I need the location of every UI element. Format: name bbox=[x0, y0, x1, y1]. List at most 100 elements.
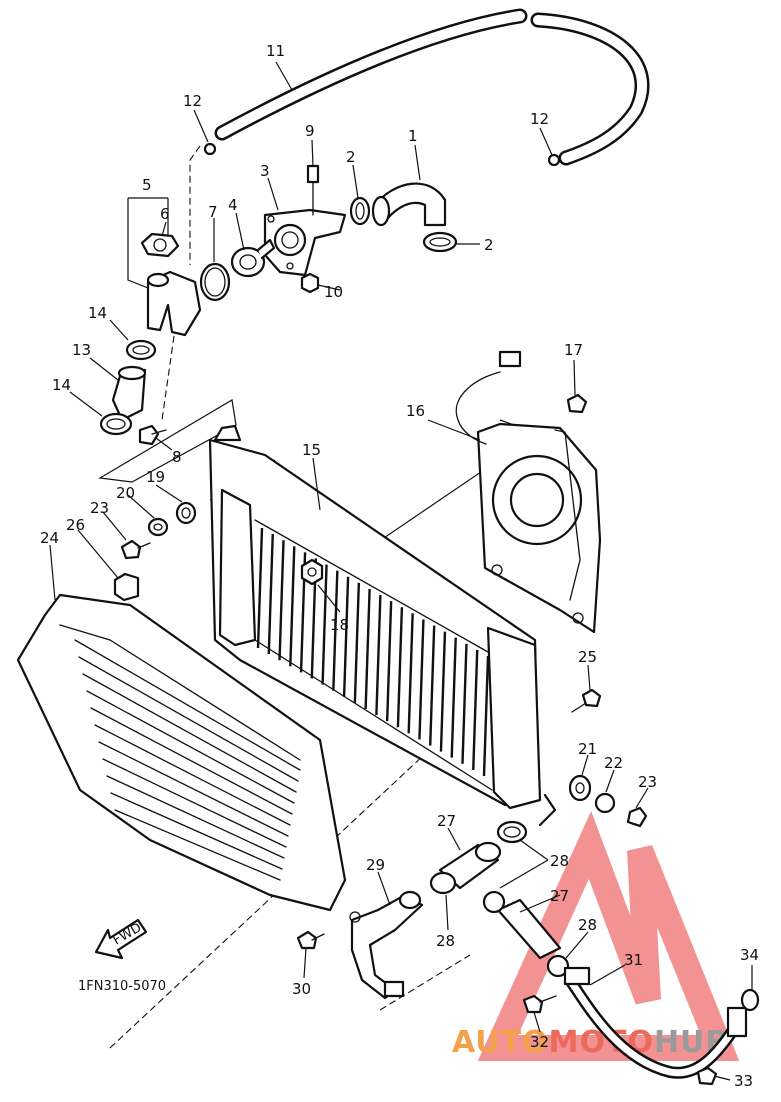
callout-34: 34 bbox=[740, 946, 759, 964]
radiator-fin bbox=[428, 625, 436, 746]
callout-2-lower: 2 bbox=[484, 236, 494, 254]
hose-clamp-28-lower-a bbox=[482, 890, 506, 914]
callout-23-left: 23 bbox=[90, 499, 109, 517]
callout-31: 31 bbox=[624, 951, 643, 969]
grommet-18 bbox=[300, 558, 324, 586]
cover-louver bbox=[110, 792, 283, 870]
hose-clip-right bbox=[547, 153, 561, 167]
radiator-fin bbox=[289, 546, 296, 667]
cover-louver bbox=[94, 724, 291, 826]
radiator-fin bbox=[353, 582, 361, 703]
cover-louver bbox=[82, 673, 297, 793]
radiator-cover bbox=[16, 593, 347, 912]
diagram-code: 1FN310-5070 bbox=[78, 979, 166, 994]
radiator-fin bbox=[321, 564, 328, 685]
cover-louver bbox=[102, 758, 287, 848]
radiator-fin bbox=[267, 534, 274, 655]
hose-clamp-28-lower-b bbox=[546, 954, 570, 978]
hose-clip-left bbox=[203, 142, 217, 156]
collar-19 bbox=[175, 501, 197, 525]
collar-22 bbox=[594, 792, 616, 814]
bolt-23-left bbox=[120, 539, 151, 560]
hose-clamp-lower bbox=[422, 231, 458, 253]
thermostat-cover bbox=[263, 208, 347, 277]
hose-clamp-upper bbox=[349, 196, 371, 226]
radiator-fin bbox=[375, 595, 382, 716]
callout-14-upper: 14 bbox=[88, 304, 107, 322]
bolt-8 bbox=[138, 424, 167, 446]
callout-8: 8 bbox=[172, 448, 182, 466]
hose-clamp-14-upper bbox=[125, 339, 157, 361]
callout-1: 1 bbox=[408, 127, 418, 145]
bolt-32 bbox=[522, 994, 557, 1014]
cover-louver bbox=[74, 639, 301, 771]
callout-26: 26 bbox=[66, 516, 85, 534]
radiator-fin bbox=[472, 649, 479, 770]
radiator-hose-lower-27b bbox=[496, 898, 562, 960]
grommet-21 bbox=[568, 774, 592, 802]
fwd-arrow-icon: FWD bbox=[94, 918, 148, 960]
callout-9: 9 bbox=[305, 122, 315, 140]
bolt-17 bbox=[566, 393, 588, 414]
svg-text:AUTOMOTOHUB: AUTOMOTOHUB bbox=[452, 1025, 729, 1060]
radiator-fin bbox=[450, 637, 457, 758]
callout-20: 20 bbox=[116, 484, 135, 502]
bolt-25 bbox=[571, 688, 602, 713]
callout-14-lower: 14 bbox=[52, 376, 71, 394]
bolt-30 bbox=[296, 930, 325, 950]
water-pipe-29 bbox=[349, 890, 424, 1000]
damper-26 bbox=[113, 572, 140, 602]
callout-17: 17 bbox=[564, 341, 583, 359]
callout-27-lower: 27 bbox=[550, 887, 569, 905]
coolant-hose-13 bbox=[111, 365, 147, 422]
overflow-hose bbox=[214, 8, 650, 166]
watermark-text-auto: AUTO bbox=[452, 1025, 549, 1060]
water-pipe-31 bbox=[563, 966, 748, 1079]
callout-6: 6 bbox=[160, 205, 170, 223]
o-ring-34 bbox=[740, 988, 760, 1012]
radiator-fin bbox=[256, 527, 264, 649]
watermark-logo: AUTOMOTOHUB bbox=[452, 810, 740, 1061]
callout-28-left: 28 bbox=[436, 932, 455, 950]
radiator-fin bbox=[418, 619, 425, 740]
callout-29: 29 bbox=[366, 856, 385, 874]
radiator-fin bbox=[385, 601, 393, 722]
callout-5: 5 bbox=[142, 176, 152, 194]
radiator-fin bbox=[396, 607, 404, 728]
callout-19: 19 bbox=[146, 468, 165, 486]
callout-10: 10 bbox=[324, 283, 343, 301]
callout-leaders bbox=[49, 61, 753, 1081]
grommet-20 bbox=[147, 517, 169, 537]
callout-labels: 11 12 12 1 9 2 2 3 5 4 6 7 10 14 13 14 8… bbox=[40, 42, 759, 1090]
callout-33: 33 bbox=[734, 1072, 753, 1090]
radiator-fin bbox=[278, 540, 285, 661]
radiator-core-fins bbox=[256, 527, 490, 777]
radiator-fin bbox=[482, 655, 490, 777]
bolt-9 bbox=[306, 164, 320, 216]
callout-21: 21 bbox=[578, 740, 597, 758]
callout-16: 16 bbox=[406, 402, 425, 420]
bolt-23-right bbox=[626, 806, 648, 828]
radiator-fin bbox=[364, 588, 371, 709]
callout-13: 13 bbox=[72, 341, 91, 359]
radiator-hose-upper bbox=[371, 182, 447, 227]
callout-12-left: 12 bbox=[183, 92, 202, 110]
cover-louver bbox=[114, 809, 281, 881]
filler-cap bbox=[140, 232, 180, 258]
nut-10 bbox=[300, 272, 320, 294]
radiator-fin bbox=[332, 570, 339, 691]
cover-louver bbox=[86, 690, 295, 804]
cover-louver bbox=[78, 656, 299, 782]
hose-clamp-28-upper bbox=[496, 820, 528, 844]
fan-wire bbox=[455, 350, 522, 445]
water-pipe-assembly bbox=[146, 270, 202, 337]
callout-4: 4 bbox=[228, 196, 238, 214]
watermark-triangle bbox=[477, 810, 740, 1061]
callout-25: 25 bbox=[578, 648, 597, 666]
callout-28-right: 28 bbox=[550, 852, 569, 870]
cover-louver bbox=[106, 775, 285, 859]
callout-23-right: 23 bbox=[638, 773, 657, 791]
callout-24: 24 bbox=[40, 529, 59, 547]
callout-2-upper: 2 bbox=[346, 148, 356, 166]
